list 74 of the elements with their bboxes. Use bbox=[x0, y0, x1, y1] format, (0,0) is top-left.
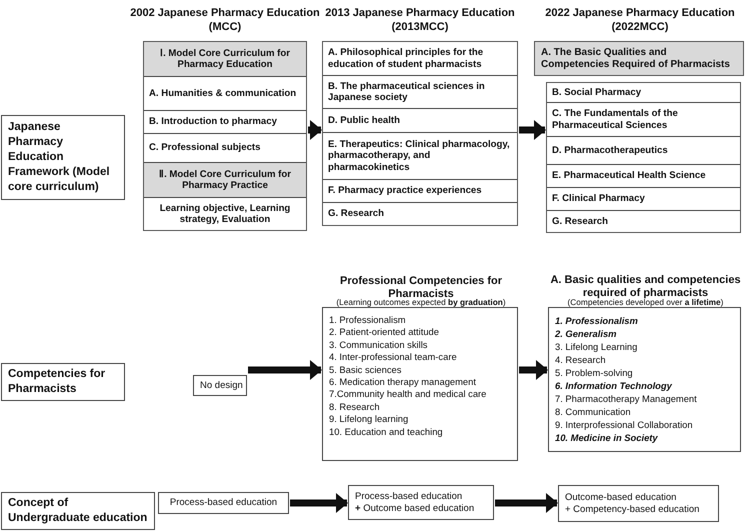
category-box bbox=[1, 115, 125, 200]
list-subheading: (Competencies developed over a lifetime) bbox=[566, 297, 724, 307]
box-text: Ⅱ. Model Core Curriculum for Pharmacy Practice bbox=[158, 168, 292, 192]
list-item: 1. Professionalism bbox=[555, 314, 639, 327]
column-heading: 2022 Japanese Pharmacy Education (2022MCC) bbox=[544, 6, 736, 34]
list-item: 6. Medication therapy management bbox=[329, 376, 477, 388]
list-item: 9. Interprofessional Collaboration bbox=[555, 418, 694, 431]
arrow bbox=[519, 120, 546, 140]
list-item: 5. Basic sciences bbox=[329, 364, 402, 376]
box-text: Learning objective, Learning strategy, Evaluation bbox=[158, 202, 292, 226]
box-text: F. Clinical Pharmacy bbox=[552, 193, 645, 205]
box-text: B. The pharmaceutical sciences in Japanese society bbox=[328, 80, 486, 104]
box-text: C. Professional subjects bbox=[149, 142, 260, 154]
box-text: G. Research bbox=[552, 216, 608, 228]
box-text: A. The Basic Qualities and Competencies Required of Pharmacists bbox=[541, 46, 731, 70]
text-box bbox=[158, 492, 289, 514]
curriculum-table bbox=[322, 41, 518, 226]
arrow bbox=[495, 493, 558, 513]
arrow bbox=[519, 360, 548, 380]
box-text: Japanese Pharmacy Education Framework (Model core curriculum) bbox=[8, 120, 111, 195]
list-subheading: (Learning outcomes expected by graduation) bbox=[335, 297, 507, 307]
box-text: Process-based education bbox=[355, 490, 464, 502]
curriculum-table bbox=[143, 41, 307, 231]
list-item: 8. Communication bbox=[555, 405, 632, 418]
text-box bbox=[558, 485, 719, 522]
table-row bbox=[144, 163, 306, 198]
box-text: + Competency-based education bbox=[565, 504, 700, 516]
category-box bbox=[1, 492, 155, 530]
list-item: 9. Lifelong learning bbox=[329, 413, 410, 426]
arrow bbox=[290, 493, 348, 513]
box-text: F. Pharmacy practice experiences bbox=[328, 185, 482, 197]
box-text: Concept of Undergraduate education bbox=[8, 496, 148, 526]
box-text: Competencies for Pharmacists bbox=[8, 367, 106, 397]
box-text: Outcome-based education bbox=[565, 492, 678, 504]
list-item: 4. Research bbox=[555, 353, 607, 366]
box-text: Process-based education bbox=[168, 497, 278, 509]
list-item: 2. Generalism bbox=[555, 327, 618, 340]
box-text: No design bbox=[200, 380, 240, 392]
arrow bbox=[308, 120, 322, 140]
box-text: G. Research bbox=[328, 208, 384, 220]
list-item: 7. Pharmacotherapy Management bbox=[555, 392, 698, 405]
list-item: 1. Professionalism bbox=[329, 314, 407, 326]
list-item: 7.Community health and medical care bbox=[329, 388, 488, 401]
list-item: 2. Patient-oriented attitude bbox=[329, 326, 440, 339]
list-item: 8. Research bbox=[329, 400, 381, 414]
category-box bbox=[1, 363, 125, 401]
box-text: B. Introduction to pharmacy bbox=[149, 116, 277, 128]
list-item: 10. Medicine in Society bbox=[555, 431, 659, 444]
box-text: Ⅰ. Model Core Curriculum for Pharmacy Education bbox=[159, 48, 291, 70]
box-text: B. Social Pharmacy bbox=[552, 86, 642, 98]
box-text: A. Humanities & communication bbox=[149, 88, 296, 100]
box-text: A. Philosophical principles for the education of student pharmacists bbox=[328, 47, 484, 70]
box-text: + Outcome based education bbox=[355, 502, 476, 514]
list-item: 3. Lifelong Learning bbox=[555, 340, 638, 353]
list-item: 3. Communication skills bbox=[329, 338, 428, 352]
box-text: D. Public health bbox=[328, 114, 400, 126]
box-text: D. Pharmacotherapeutics bbox=[552, 144, 668, 156]
list-heading: Professional Competencies for Pharmacists bbox=[340, 275, 502, 300]
column-heading: 2013 Japanese Pharmacy Education (2013MCC) bbox=[324, 6, 516, 34]
heading-box bbox=[534, 41, 744, 76]
arrow bbox=[248, 360, 322, 380]
text-box bbox=[193, 375, 247, 396]
list-item: 6. Information Technology bbox=[555, 379, 674, 392]
list-item: 5. Problem-solving bbox=[555, 366, 634, 379]
box-text: E. Therapeutics: Clinical pharmacology, pharmacotherapy, and pharmacokinetics bbox=[328, 138, 511, 174]
list-item: 10. Education and teaching bbox=[329, 426, 444, 438]
curriculum-table bbox=[546, 82, 741, 233]
box-text: E. Pharmaceutical Health Science bbox=[552, 170, 706, 182]
column-heading: 2002 Japanese Pharmacy Education (MCC) bbox=[129, 6, 321, 34]
text-box bbox=[348, 485, 494, 520]
box-text: C. The Fundamentals of the Pharmaceutical Sciences bbox=[552, 108, 679, 131]
list-heading: A. Basic qualities and competencies required of pharmacists bbox=[549, 274, 742, 299]
list-item: 4. Inter-professional team-care bbox=[329, 351, 458, 364]
table-row bbox=[144, 42, 306, 77]
